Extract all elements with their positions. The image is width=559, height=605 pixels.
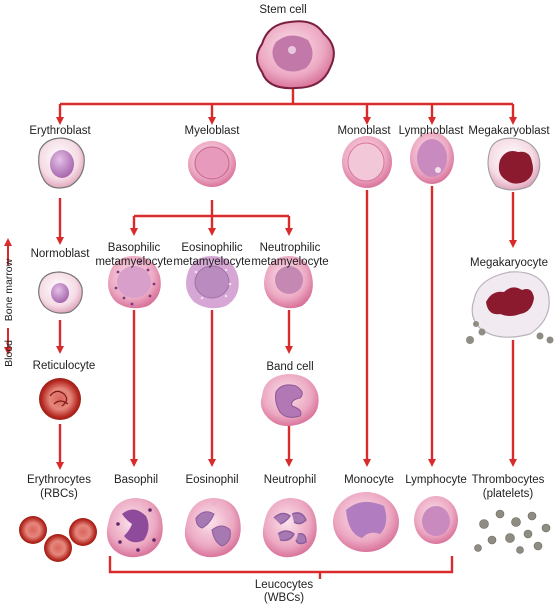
cell-monocyte xyxy=(333,492,399,552)
labels: Stem cell Erythroblast Myeloblast Monobl… xyxy=(27,4,550,604)
label-thrombocytes-line2: (platelets) xyxy=(483,488,534,500)
label-reticulocyte: Reticulocyte xyxy=(33,360,96,372)
label-monocyte: Monocyte xyxy=(344,474,394,486)
cell-stem-cell xyxy=(256,20,335,90)
label-lymphocyte: Lymphocyte xyxy=(405,474,467,486)
label-monoblast: Monoblast xyxy=(337,125,391,137)
label-lymphoblast: Lymphoblast xyxy=(399,125,465,137)
label-normoblast: Normoblast xyxy=(31,248,91,260)
cell-erythrocytes xyxy=(19,516,97,562)
label-erythrocytes-line1: Erythrocytes xyxy=(27,474,91,486)
label-band-cell: Band cell xyxy=(266,361,313,373)
label-neutrophilic-metamyelocyte-line2: metamyelocyte xyxy=(251,256,328,268)
label-basophilic-metamyelocyte-line2: metamyelocyte xyxy=(95,256,172,268)
connector-lines xyxy=(56,88,517,579)
cell-megakaryocyte xyxy=(466,271,554,344)
cell-thrombocytes xyxy=(474,509,551,554)
cell-reticulocyte xyxy=(39,378,81,420)
label-basophil: Basophil xyxy=(114,474,158,486)
side-axis: Bone marrow Blood xyxy=(3,238,15,367)
label-erythrocytes-line2: (RBCs) xyxy=(40,488,78,500)
label-eosinophilic-metamyelocyte-line1: Eosinophilic xyxy=(181,242,243,254)
cell-eosinophil xyxy=(184,498,241,558)
label-eosinophilic-metamyelocyte-line2: metamyelocyte xyxy=(173,256,250,268)
cell-basophilic-metamyelocyte xyxy=(108,256,161,309)
label-leucocytes-line1: Leucocytes xyxy=(255,579,313,591)
cell-lymphoblast xyxy=(410,132,454,184)
cell-neutrophil xyxy=(262,498,317,558)
label-basophilic-metamyelocyte-line1: Basophilic xyxy=(108,242,161,254)
label-erythroblast: Erythroblast xyxy=(29,125,91,137)
cell-neutrophilic-metamyelocyte xyxy=(264,256,313,309)
cell-eosinophilic-metamyelocyte xyxy=(186,256,239,309)
label-eosinophil: Eosinophil xyxy=(185,474,238,486)
label-thrombocytes-line1: Thrombocytes xyxy=(472,474,545,486)
cell-monoblast xyxy=(342,136,392,188)
cell-band-cell xyxy=(260,374,319,426)
label-neutrophilic-metamyelocyte-line1: Neutrophilic xyxy=(260,242,321,254)
label-myeloblast: Myeloblast xyxy=(185,125,241,137)
side-label-blood: Blood xyxy=(3,340,15,367)
label-megakaryocyte: Megakaryocyte xyxy=(470,257,548,269)
side-label-bone-marrow: Bone marrow xyxy=(3,258,15,321)
label-stem-cell: Stem cell xyxy=(259,4,306,16)
label-neutrophil: Neutrophil xyxy=(264,474,316,486)
cell-lymphocyte xyxy=(414,496,458,544)
cell-megakaryoblast xyxy=(487,137,541,191)
cell-basophil xyxy=(106,498,163,558)
label-megakaryoblast: Megakaryoblast xyxy=(468,125,550,137)
cell-erythroblast xyxy=(38,137,85,189)
cell-myeloblast xyxy=(188,141,236,187)
label-leucocytes-line2: (WBCs) xyxy=(264,592,304,604)
cell-normoblast xyxy=(38,271,83,314)
